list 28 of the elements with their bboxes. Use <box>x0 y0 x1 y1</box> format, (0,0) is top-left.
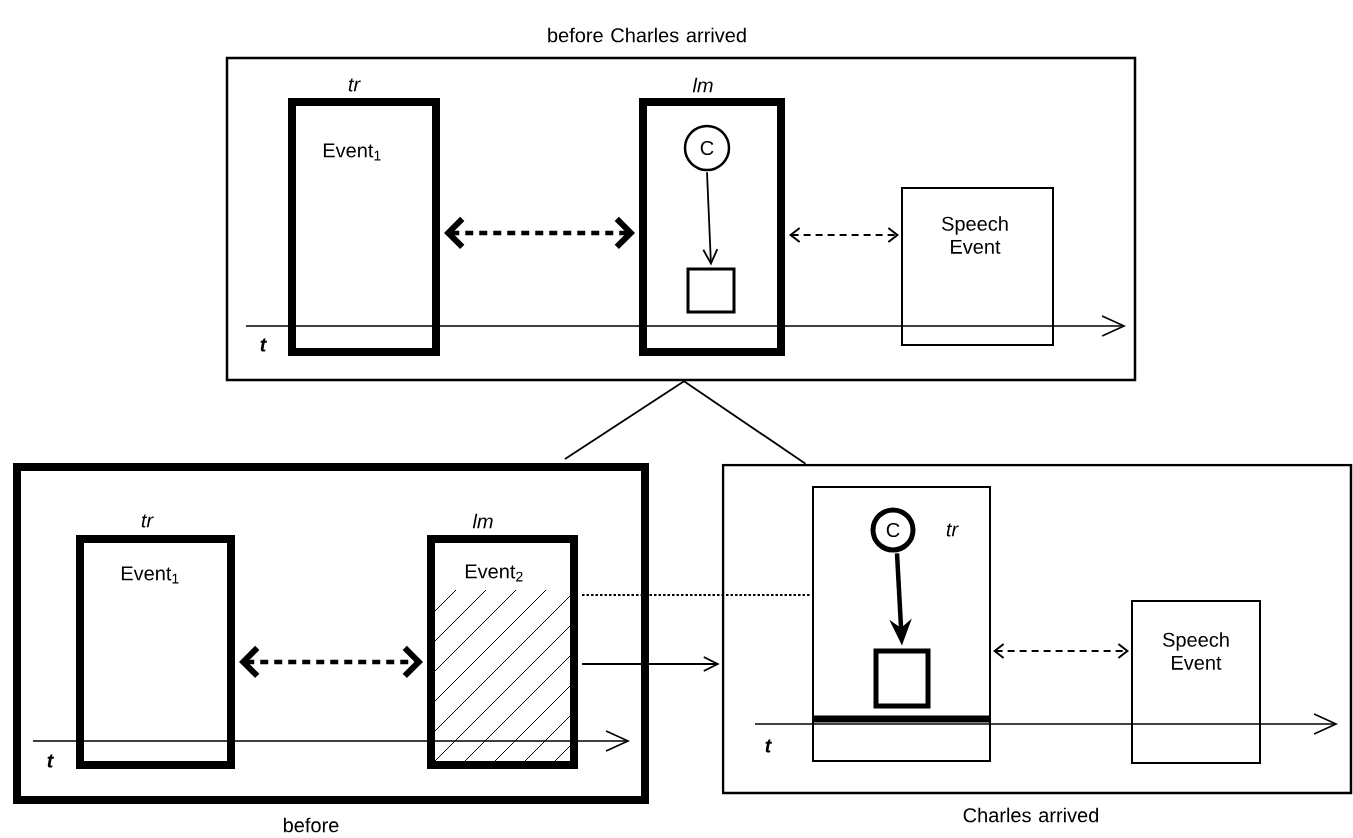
connector-line <box>683 380 807 465</box>
square-box <box>812 486 991 762</box>
connector-line <box>581 594 811 596</box>
role-label: tr <box>946 523 959 537</box>
event-label: Speech Event <box>1163 632 1229 670</box>
arrow <box>581 656 720 672</box>
frame-caption: Charles arrived <box>963 807 1099 823</box>
square-box <box>873 648 931 709</box>
arrow <box>444 216 635 250</box>
role-label: tr <box>141 514 154 528</box>
event-label: Event$_{1}$ <box>323 143 381 161</box>
event-label: Event$_{2}$ <box>465 564 523 582</box>
arrow <box>239 645 423 679</box>
connector-line <box>564 380 685 460</box>
role-label: tr <box>348 78 361 92</box>
axis-label: t <box>260 338 267 352</box>
arrow <box>702 171 719 266</box>
role-label: lm <box>692 77 713 93</box>
role-label: lm <box>472 513 493 529</box>
axis-label: t <box>765 739 772 753</box>
square-box <box>686 267 736 314</box>
axis-label: t <box>47 754 54 768</box>
arrow <box>993 643 1129 659</box>
frame-title: before Charles arrived <box>548 27 746 43</box>
event-label: Event$_{1}$ <box>121 566 179 584</box>
event-label: Speech Event <box>942 216 1008 254</box>
arrow <box>789 227 899 243</box>
frame-caption: before <box>283 817 339 833</box>
